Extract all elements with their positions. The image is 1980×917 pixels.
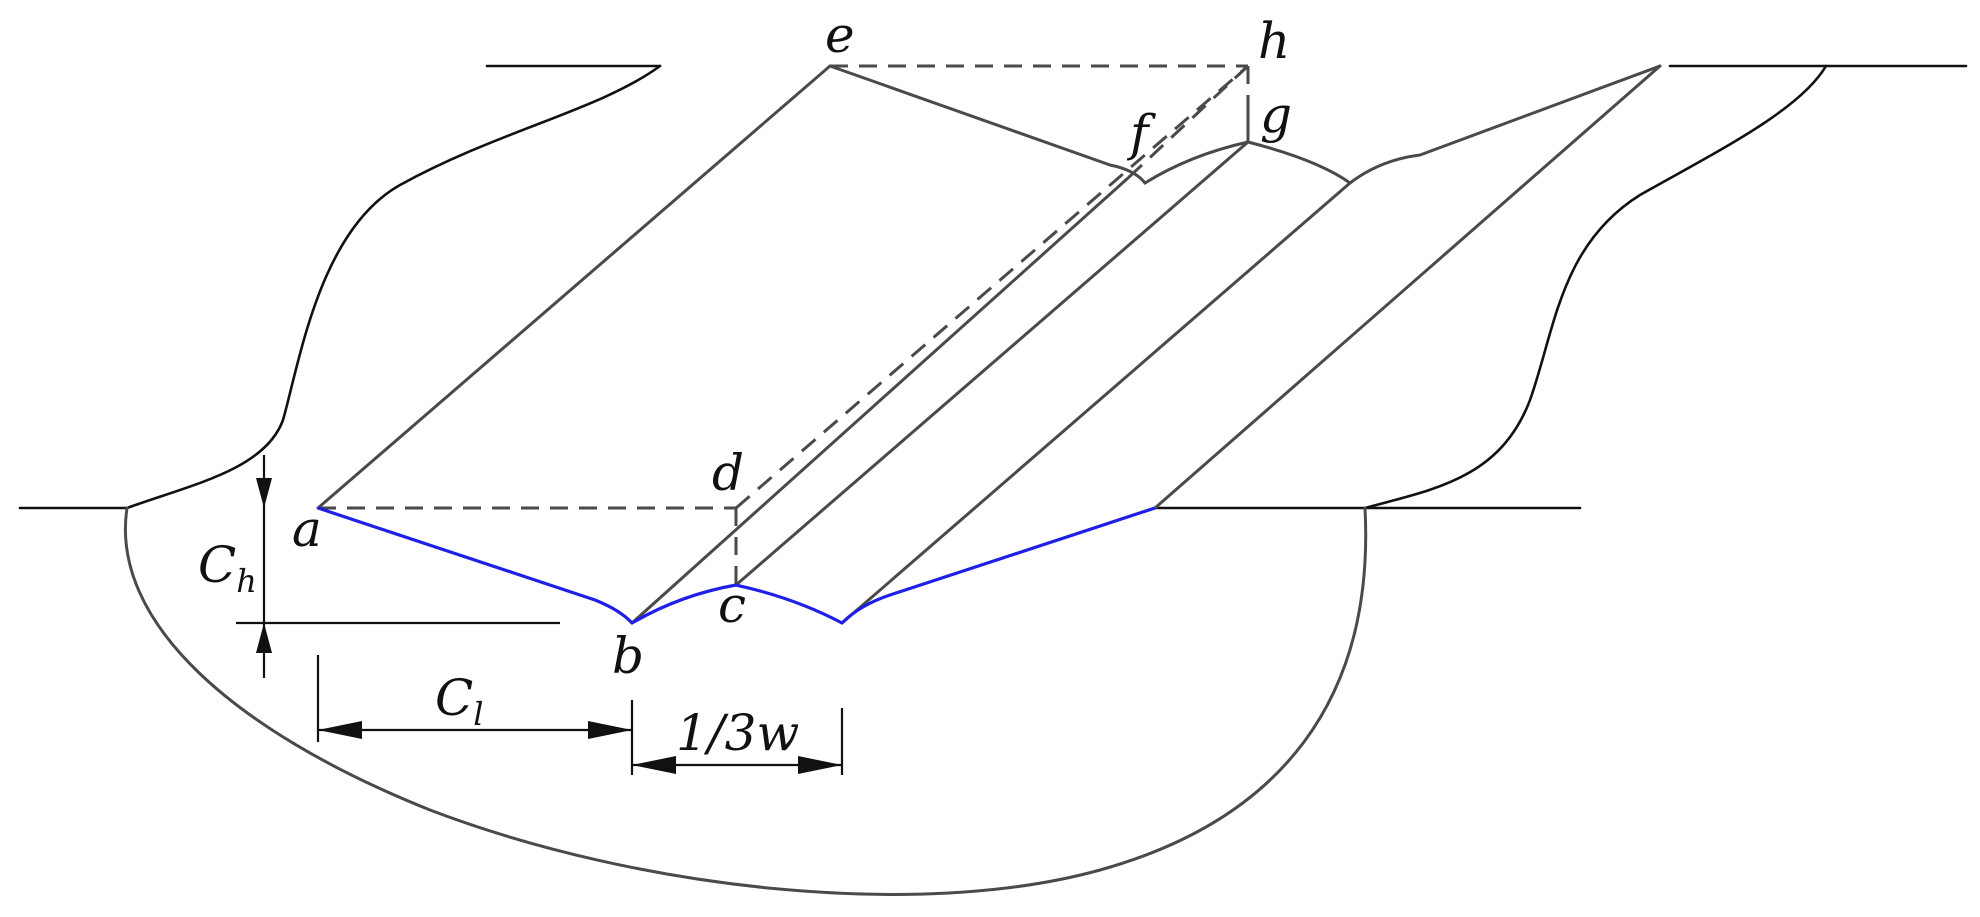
w-arrow-left [632,756,676,774]
fusion-zone-outline [124,506,1368,896]
ch-arrow-top [256,478,272,508]
w-arrow-right [798,756,842,774]
bead-edge-c-g [734,140,1250,587]
ch-arrow-bottom [256,623,272,653]
ch-label-subscript: h [236,562,257,600]
point-label-e: e [825,6,855,64]
cl-arrow-left [318,721,362,739]
bead-top-e-f [828,64,1112,167]
dashed-d-h [735,64,1249,510]
bead-edge-a-e [316,64,832,510]
bead-top-right-slope [1348,64,1662,185]
point-label-f: f [1126,104,1156,162]
width-label: 1/3w [676,704,799,762]
point-label-d: d [712,444,744,502]
bead-top-g-right [1246,140,1352,185]
right-flank-curve [1363,64,1828,510]
bead-edge-right-toe [1153,64,1662,510]
point-label-c: c [718,576,746,634]
ch-label: Ch [198,536,257,600]
point-label-h: h [1258,12,1290,70]
bead-top-f-g [1143,140,1250,185]
point-label-a: a [292,500,322,558]
cl-label-main: C [435,669,473,727]
weld-cross-section-profile [317,506,1156,625]
bead-edge-b-f [630,176,1130,625]
bead-edge-right-trough [840,181,1352,625]
bead-top-f-cusp [1108,163,1147,185]
point-label-g: g [1260,86,1292,144]
left-flank-curve [125,64,662,510]
cl-arrow-right [588,721,632,739]
point-label-b: b [612,627,644,685]
cl-label: Cl [435,669,484,733]
cl-label-subscript: l [473,695,483,733]
ch-label-main: C [198,536,236,594]
